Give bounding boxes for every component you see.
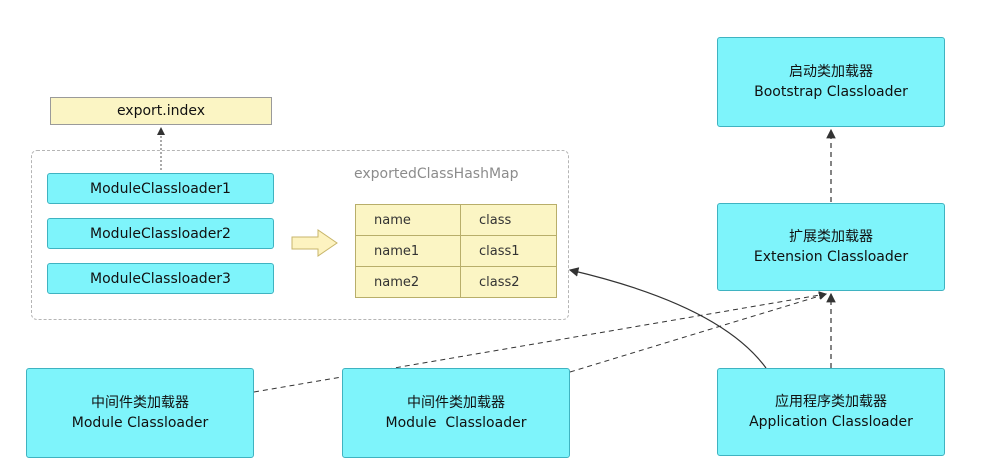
extension-classloader-box: 扩展类加载器 Extension Classloader — [717, 203, 945, 291]
hashmap-header-name: name — [355, 204, 461, 236]
export-index-box: export.index — [50, 97, 272, 125]
hashmap-header-row: name class — [355, 204, 557, 236]
application-zh-label: 应用程序类加载器 — [775, 394, 887, 410]
application-to-container-arrow — [568, 267, 767, 369]
hashmap-header-class: class — [460, 204, 557, 236]
middleware1-to-extension-arrow — [253, 291, 827, 393]
hashmap-cell: name2 — [355, 266, 461, 298]
export-index-label: export.index — [116, 103, 206, 119]
middleware2-zh-label: 中间件类加载器 — [407, 395, 505, 411]
middleware2-to-extension-arrow — [569, 292, 827, 373]
hashmap-title: exportedClassHashMap — [354, 166, 519, 182]
hashmap-table: name class name1 class1 name2 class2 — [355, 204, 557, 298]
module-classloader-3: ModuleClassloader3 — [47, 263, 274, 294]
application-en-label: Application Classloader — [749, 414, 913, 430]
middleware1-en-label: Module Classloader — [71, 415, 209, 431]
middleware2-en-label: Module Classloader — [385, 415, 527, 431]
table-row: name1 class1 — [355, 235, 557, 267]
middleware-classloader-box-2: 中间件类加载器 Module Classloader — [342, 368, 570, 458]
application-classloader-box: 应用程序类加载器 Application Classloader — [717, 368, 945, 456]
middleware1-zh-label: 中间件类加载器 — [91, 395, 189, 411]
bootstrap-classloader-box: 启动类加载器 Bootstrap Classloader — [717, 37, 945, 127]
modules-to-map-arrow — [291, 229, 338, 257]
hashmap-cell: class2 — [460, 266, 557, 298]
extension-en-label: Extension Classloader — [753, 249, 909, 265]
module-classloader-2: ModuleClassloader2 — [47, 218, 274, 249]
bootstrap-zh-label: 启动类加载器 — [789, 64, 873, 80]
middleware-classloader-box-1: 中间件类加载器 Module Classloader — [26, 368, 254, 458]
table-row: name2 class2 — [355, 266, 557, 298]
hashmap-cell: class1 — [460, 235, 557, 267]
module-classloader-3-label: ModuleClassloader3 — [90, 270, 231, 287]
module-container — [31, 150, 569, 320]
module-classloader-1: ModuleClassloader1 — [47, 173, 274, 204]
extension-zh-label: 扩展类加载器 — [789, 229, 873, 245]
hashmap-cell: name1 — [355, 235, 461, 267]
bootstrap-en-label: Bootstrap Classloader — [754, 84, 908, 100]
module-classloader-1-label: ModuleClassloader1 — [90, 180, 231, 197]
module-classloader-2-label: ModuleClassloader2 — [90, 225, 231, 242]
